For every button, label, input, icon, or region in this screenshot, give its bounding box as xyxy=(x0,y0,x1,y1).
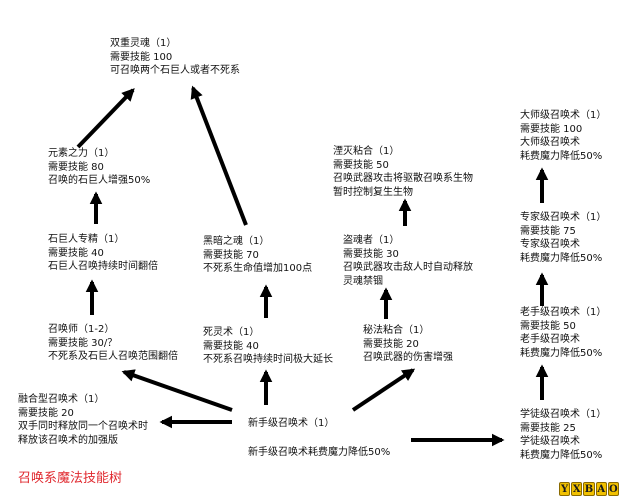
node-requirement: 需要技能 80 xyxy=(48,161,104,173)
node-description: 不死系及石巨人召唤范围翻倍 xyxy=(48,351,178,362)
node-name: 秘法粘合（1） xyxy=(363,325,430,336)
watermark-letter: Y xyxy=(559,482,571,496)
node-description: 召唤武器的伤害增强 xyxy=(363,352,453,363)
node-name: 盗魂者（1） xyxy=(343,235,400,246)
arrow-novice-to-summoner xyxy=(121,369,233,412)
node-mystic-bond: 秘法粘合（1） 需要技能 20 召唤武器的伤害增强 xyxy=(363,324,453,365)
node-apprentice-summon: 学徒级召唤术（1） 需要技能 25 学徒级召唤术 耗费魔力降低50% xyxy=(520,408,606,462)
diagram-title: 召唤系魔法技能树 xyxy=(18,471,123,486)
node-fusion-summon: 融合型召唤术（1） 需要技能 20 双手同时释放同一个召唤术时 释放该召唤术的加… xyxy=(18,393,148,447)
node-name: 双重灵魂（1） xyxy=(110,38,177,49)
node-requirement: 需要技能 20 xyxy=(18,407,74,419)
node-annihilation-bond: 湮灭粘合（1） 需要技能 50 召唤武器攻击将驱散召唤系生物 暂时控制复生生物 xyxy=(333,145,473,199)
watermark-letter: O xyxy=(607,482,620,496)
node-description: 不死系生命值增加100点 xyxy=(203,263,313,274)
node-requirement: 需要技能 70 xyxy=(203,249,259,261)
node-expert-summon: 专家级召唤术（1） 需要技能 75 专家级召唤术 耗费魔力降低50% xyxy=(520,211,606,265)
node-description: 耗费魔力降低50% xyxy=(520,150,603,162)
node-element-power: 元素之力（1） 需要技能 80 召唤的石巨人增强50% xyxy=(48,147,150,188)
node-description: 大师级召唤术 xyxy=(520,137,580,148)
node-golem-mastery: 石巨人专精（1） 需要技能 40 石巨人召唤持续时间翻倍 xyxy=(48,233,158,274)
node-description: 可召唤两个石巨人或者不死系 xyxy=(110,65,240,76)
site-logo-watermark: Y X B A O xyxy=(559,482,620,496)
node-name: 大师级召唤术（1） xyxy=(520,110,607,121)
arrow-darksoul-to-soul xyxy=(190,85,248,226)
node-master-summon: 大师级召唤术（1） 需要技能 100 大师级召唤术 耗费魔力降低50% xyxy=(520,109,606,163)
node-description: 暂时控制复生生物 xyxy=(333,186,413,198)
node-description: 学徒级召唤术 xyxy=(520,436,580,447)
node-description: 专家级召唤术 xyxy=(520,239,580,250)
node-description: 召唤武器攻击将驱散召唤系生物 xyxy=(333,173,473,184)
node-novice-summon: 新手级召唤术（1） xyxy=(248,417,334,431)
node-description: 双手同时释放同一个召唤术时 xyxy=(18,421,148,432)
node-description: 新手级召唤术耗费魔力降低50% xyxy=(248,447,391,458)
node-description: 灵魂禁锢 xyxy=(343,275,383,287)
node-name: 专家级召唤术（1） xyxy=(520,212,607,223)
arrow-element-to-soul xyxy=(76,88,135,149)
node-requirement: 需要技能 40 xyxy=(48,247,104,259)
watermark-letter: A xyxy=(595,482,607,496)
node-name: 老手级召唤术（1） xyxy=(520,307,607,318)
node-requirement: 需要技能 40 xyxy=(203,340,259,352)
node-soul-stealer: 盗魂者（1） 需要技能 30 召唤武器攻击敌人时自动释放 灵魂禁锢 xyxy=(343,234,473,288)
arrow-novice-to-mystic xyxy=(351,368,416,412)
node-name: 元素之力（1） xyxy=(48,148,115,159)
node-requirement: 需要技能 25 xyxy=(520,422,576,434)
node-requirement: 需要技能 75 xyxy=(520,225,576,237)
node-novice-summon-desc: 新手级召唤术耗费魔力降低50% xyxy=(248,446,390,460)
node-name: 新手级召唤术（1） xyxy=(248,418,335,429)
node-requirement: 需要技能 50 xyxy=(520,320,576,332)
node-description: 不死系召唤持续时间极大延长 xyxy=(203,354,333,365)
node-requirement: 需要技能 100 xyxy=(110,51,173,63)
node-double-soul: 双重灵魂（1） 需要技能 100 可召唤两个石巨人或者不死系 xyxy=(110,37,240,78)
node-name: 融合型召唤术（1） xyxy=(18,394,105,405)
node-name: 学徒级召唤术（1） xyxy=(520,409,607,420)
node-name: 黑暗之魂（1） xyxy=(203,236,270,247)
node-name: 死灵术（1） xyxy=(203,327,260,338)
node-requirement: 需要技能 30 xyxy=(343,248,399,260)
watermark-letter: B xyxy=(583,482,595,496)
node-requirement: 需要技能 50 xyxy=(333,159,389,171)
node-requirement: 需要技能 100 xyxy=(520,123,583,135)
node-description: 召唤武器攻击敌人时自动释放 xyxy=(343,262,473,273)
node-requirement: 需要技能 30/？ xyxy=(48,337,118,349)
node-requirement: 需要技能 20 xyxy=(363,338,419,350)
node-description: 释放该召唤术的加强版 xyxy=(18,434,118,446)
node-description: 石巨人召唤持续时间翻倍 xyxy=(48,261,158,272)
node-description: 老手级召唤术 xyxy=(520,334,580,345)
node-name: 湮灭粘合（1） xyxy=(333,146,400,157)
node-description: 耗费魔力降低50% xyxy=(520,449,603,461)
node-adept-summon: 老手级召唤术（1） 需要技能 50 老手级召唤术 耗费魔力降低50% xyxy=(520,306,606,360)
node-name: 召唤师（1-2） xyxy=(48,324,115,335)
watermark-letter: X xyxy=(571,482,583,496)
node-description: 召唤的石巨人增强50% xyxy=(48,175,151,186)
node-dark-soul: 黑暗之魂（1） 需要技能 70 不死系生命值增加100点 xyxy=(203,235,312,276)
node-description: 耗费魔力降低50% xyxy=(520,347,603,359)
node-description: 耗费魔力降低50% xyxy=(520,252,603,264)
node-summoner: 召唤师（1-2） 需要技能 30/？ 不死系及石巨人召唤范围翻倍 xyxy=(48,323,178,364)
node-necromancy: 死灵术（1） 需要技能 40 不死系召唤持续时间极大延长 xyxy=(203,326,333,367)
node-name: 石巨人专精（1） xyxy=(48,234,125,245)
